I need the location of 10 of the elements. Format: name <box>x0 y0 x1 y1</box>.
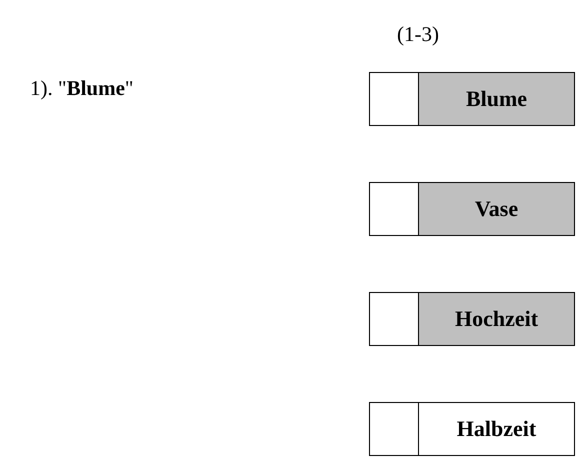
word-label: Hochzeit <box>454 306 538 332</box>
question-text: 1). "Blume" <box>30 76 134 101</box>
word-label: Halbzeit <box>456 416 536 442</box>
word-box <box>369 402 575 456</box>
word-label: Vase <box>474 196 518 222</box>
word-box <box>369 292 575 346</box>
range-label: (1-3) <box>397 22 439 47</box>
word-box <box>369 182 575 236</box>
word-label: Blume <box>466 86 528 112</box>
word-box <box>369 72 575 126</box>
